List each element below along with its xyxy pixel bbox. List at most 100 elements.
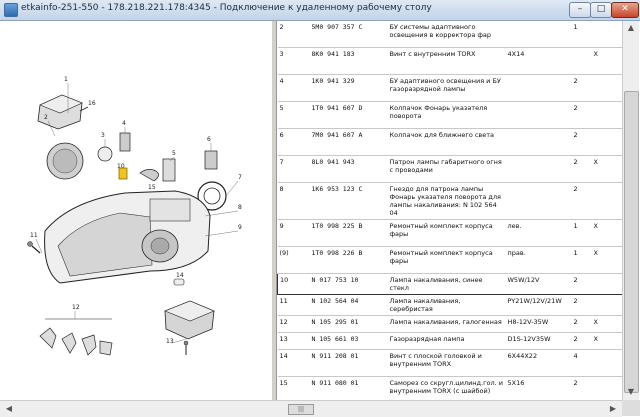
cell-note bbox=[505, 101, 562, 129]
cell-part-number: 7M0 941 607 A bbox=[309, 128, 388, 156]
cell-spacer bbox=[561, 101, 572, 129]
small-screw-part[interactable] bbox=[183, 340, 189, 355]
callout-6: 6 bbox=[207, 136, 211, 143]
cell-marker bbox=[591, 128, 622, 156]
close-button[interactable]: ✕ bbox=[611, 2, 639, 18]
callout-12: 12 bbox=[72, 304, 80, 311]
cell-spacer bbox=[561, 21, 572, 48]
callout-9: 9 bbox=[238, 224, 242, 231]
callout-numbers: 1 2 3 4 5 6 7 8 9 10 11 12 13 14 15 16 bbox=[30, 76, 242, 345]
maximize-button[interactable]: □ bbox=[590, 2, 612, 18]
cell-description: Колпачок Фонарь указателя поворота bbox=[387, 101, 506, 129]
cell-note bbox=[505, 21, 562, 48]
callout-15: 15 bbox=[148, 184, 156, 191]
scrollbar-corner bbox=[622, 400, 640, 416]
cell-position: 10 bbox=[277, 273, 310, 295]
callout-16: 16 bbox=[88, 100, 96, 107]
cell-marker bbox=[591, 349, 622, 377]
remote-desktop-icon bbox=[4, 3, 18, 17]
callout-leaders bbox=[35, 83, 239, 344]
callout-2: 2 bbox=[44, 114, 48, 121]
scroll-right-arrow-icon[interactable]: ▶ bbox=[609, 404, 617, 413]
cell-position: 5 bbox=[277, 101, 310, 129]
cell-marker: X bbox=[591, 332, 622, 350]
cell-quantity: 2 bbox=[571, 294, 592, 316]
cell-marker: X bbox=[591, 315, 622, 333]
horizontal-scroll-thumb[interactable]: ||| bbox=[288, 404, 314, 415]
cell-quantity: 1 bbox=[571, 219, 592, 247]
cell-position: 12 bbox=[277, 315, 310, 333]
callout-5: 5 bbox=[172, 150, 176, 157]
cell-quantity: 2 bbox=[571, 101, 592, 129]
headlight-exploded-diagram: 1 2 3 4 5 6 7 8 9 10 11 12 13 14 15 16 bbox=[27, 76, 242, 356]
cell-position: 15 bbox=[277, 376, 310, 400]
cell-note: прав. bbox=[505, 246, 562, 274]
callout-8: 8 bbox=[238, 204, 242, 211]
headlight-housing[interactable] bbox=[44, 190, 211, 284]
cell-description: Саморез со скругл.цилинд.гол. и внутренн… bbox=[387, 376, 506, 400]
cell-spacer bbox=[561, 273, 572, 295]
cell-description: Лампа накаливания, галогенная bbox=[387, 315, 506, 333]
bracket-parts[interactable] bbox=[39, 318, 113, 356]
parts-diagram-pane: 1 2 3 4 5 6 7 8 9 10 11 12 13 14 15 16 bbox=[0, 21, 273, 400]
vertical-scrollbar[interactable]: ▲ ▼ bbox=[622, 21, 639, 400]
cell-spacer bbox=[561, 128, 572, 156]
cell-spacer bbox=[561, 294, 572, 316]
cell-part-number: N 017 753 10 bbox=[309, 273, 388, 295]
cell-note: 6X44X22 bbox=[505, 349, 562, 377]
scroll-down-arrow-icon[interactable]: ▼ bbox=[627, 387, 635, 396]
scroll-left-arrow-icon[interactable]: ◀ bbox=[5, 404, 13, 413]
cell-description: Лампа накаливания, синее стекл bbox=[387, 273, 506, 295]
cell-note bbox=[505, 74, 562, 102]
cell-note: D1S-12V35W bbox=[505, 332, 562, 350]
cell-part-number: N 911 080 01 bbox=[309, 376, 388, 400]
cell-quantity: 2 bbox=[571, 128, 592, 156]
cell-position: 14 bbox=[277, 349, 310, 377]
round-cap-part[interactable] bbox=[46, 142, 84, 180]
vertical-scroll-thumb[interactable] bbox=[624, 91, 639, 393]
window-title: etkainfo-251-550 - 178.218.221.178:4345 … bbox=[21, 3, 432, 13]
cell-position: 8 bbox=[277, 182, 310, 220]
cell-spacer bbox=[561, 376, 572, 400]
callout-14: 14 bbox=[176, 272, 184, 279]
cell-description: Патрон лампы габаритного огня с проводам… bbox=[387, 155, 506, 183]
cell-spacer bbox=[561, 219, 572, 247]
cell-marker bbox=[591, 273, 622, 295]
cell-note bbox=[505, 155, 562, 183]
scroll-up-arrow-icon[interactable]: ▲ bbox=[627, 23, 635, 32]
screw-part[interactable] bbox=[27, 241, 41, 254]
cell-marker bbox=[591, 182, 622, 220]
cell-position: 13 bbox=[277, 332, 310, 350]
horizontal-scrollbar[interactable]: ◀ ||| ▶ bbox=[0, 400, 622, 417]
pane-splitter[interactable] bbox=[272, 21, 277, 400]
cell-quantity: 2 bbox=[571, 155, 592, 183]
cell-marker: X bbox=[591, 246, 622, 274]
minimize-button[interactable]: – bbox=[569, 2, 591, 18]
cell-description: БУ адаптивного освещения и БУ газоразряд… bbox=[387, 74, 506, 102]
ballast-unit-part[interactable] bbox=[164, 278, 215, 340]
control-unit-part[interactable] bbox=[37, 94, 89, 130]
cell-part-number: 1T0 998 226 B bbox=[309, 246, 388, 274]
callout-11: 11 bbox=[30, 232, 38, 239]
cell-description: БУ системы адаптивного освещения в корре… bbox=[387, 21, 506, 48]
callout-3: 3 bbox=[101, 132, 105, 139]
cell-quantity: 1 bbox=[571, 246, 592, 274]
bulb-parts[interactable] bbox=[97, 132, 218, 182]
cell-marker: X bbox=[591, 219, 622, 247]
